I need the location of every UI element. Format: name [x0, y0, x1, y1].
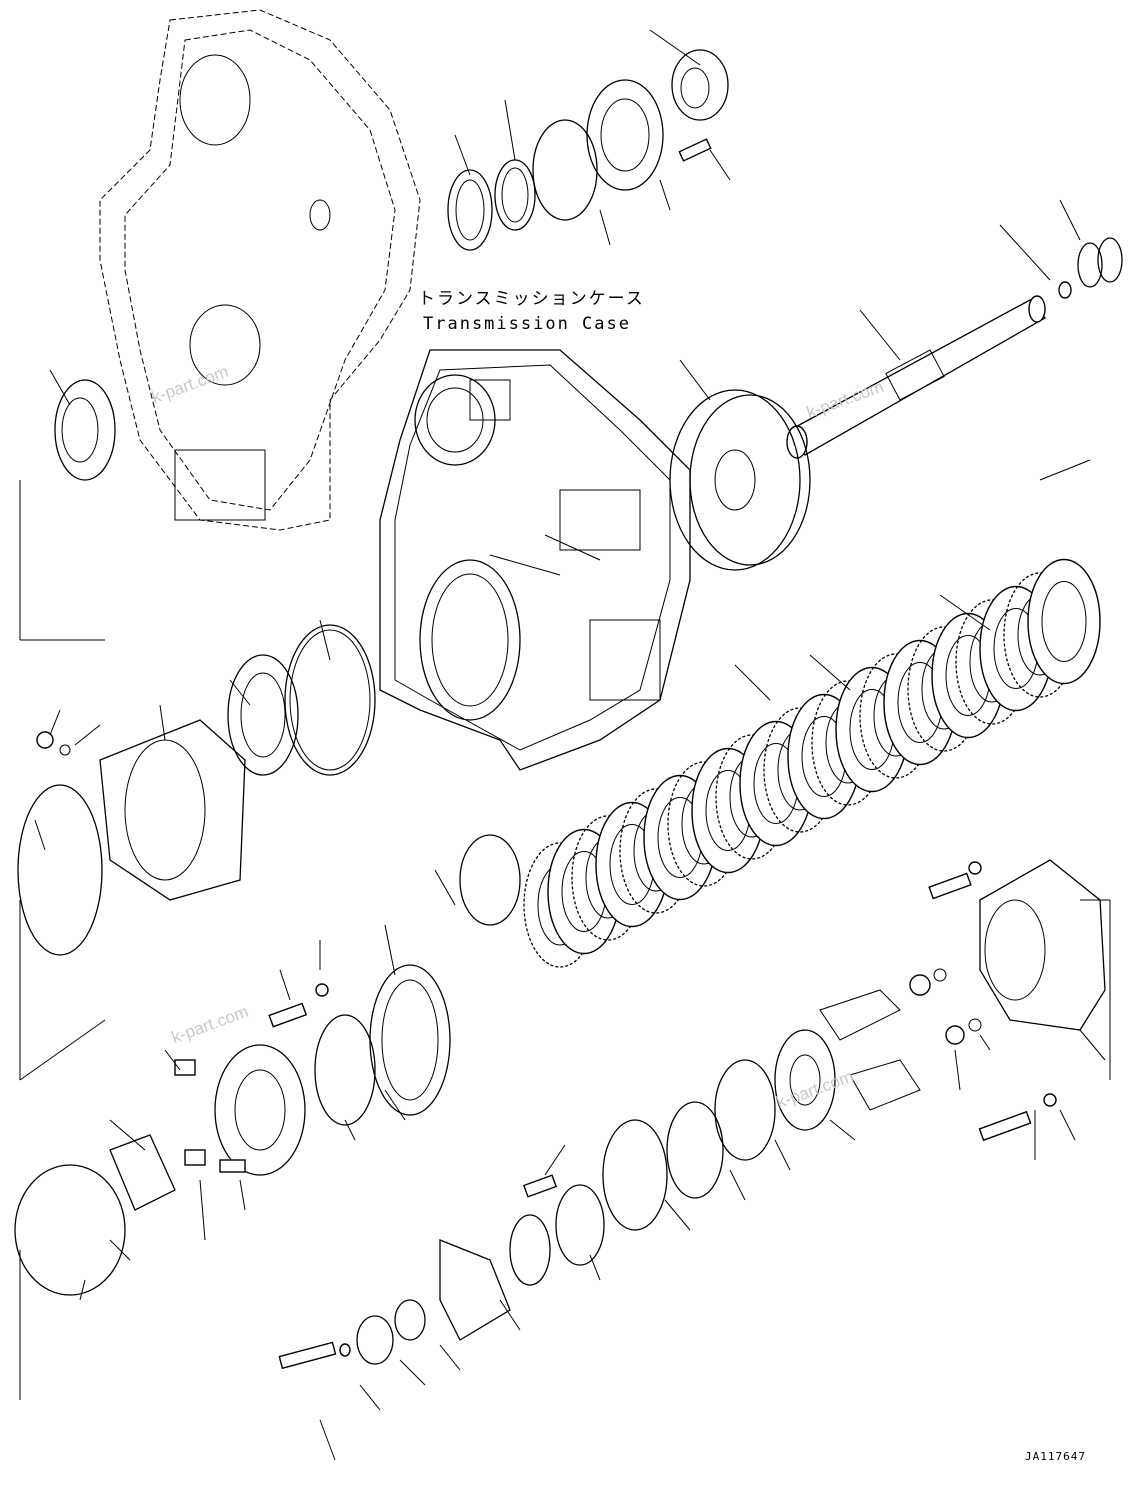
leader-line — [239, 1179, 246, 1211]
transmission-case-label-en: Transmission Case — [423, 314, 631, 334]
lower-left-parts — [14, 834, 521, 1296]
leader-line — [599, 209, 611, 246]
leader-line — [979, 1034, 991, 1051]
leader-line — [49, 709, 61, 736]
leader-line — [1059, 199, 1081, 241]
leader-line — [1059, 1109, 1076, 1141]
top-parts — [54, 49, 1123, 481]
leader-line — [809, 654, 851, 691]
lower-right-parts — [278, 859, 1106, 1370]
leader-line — [159, 704, 166, 741]
leader-line — [999, 224, 1051, 281]
leader-line — [544, 1144, 566, 1176]
leader-line — [109, 1239, 131, 1261]
left-middle-parts — [17, 624, 376, 956]
clutch-disc — [1027, 558, 1101, 685]
leader-line — [954, 1049, 961, 1091]
clutch-disc-stack — [523, 558, 1101, 968]
leader-line — [1079, 1029, 1106, 1061]
leader-line — [384, 924, 396, 976]
leader-line — [499, 1299, 521, 1331]
leader-line — [34, 819, 46, 851]
leader-line — [709, 149, 731, 181]
leader-line — [344, 1119, 356, 1141]
leader-line — [829, 1119, 856, 1141]
leader-line — [454, 134, 471, 176]
leader-line — [679, 359, 711, 401]
leader-line — [74, 724, 101, 746]
leader-line — [734, 664, 771, 701]
transmission-case — [379, 349, 691, 771]
leader-line — [19, 1019, 106, 1081]
leader-line — [544, 534, 601, 561]
leader-line — [359, 1384, 381, 1411]
leader-line — [939, 594, 991, 631]
leader-line — [489, 554, 561, 576]
leader-line — [399, 1359, 426, 1386]
leader-line — [729, 1169, 746, 1201]
leader-line — [774, 1139, 791, 1171]
leader-line — [589, 1254, 601, 1281]
leader-line — [859, 309, 901, 361]
leader-line — [49, 369, 71, 406]
leader-line — [79, 1279, 86, 1301]
leader-line — [434, 869, 456, 906]
leader-line — [229, 679, 251, 706]
leader-line — [109, 1119, 146, 1151]
clutch-disc-bore — [1041, 581, 1087, 662]
leader-line — [504, 99, 516, 161]
leader-line — [279, 969, 291, 1001]
leader-line — [319, 1419, 336, 1461]
leader-line — [659, 179, 671, 211]
leader-lines — [19, 29, 1111, 1461]
leader-line — [439, 1344, 461, 1371]
output-shaft — [786, 295, 1046, 459]
leader-line — [319, 619, 331, 661]
leader-line — [199, 1179, 206, 1241]
leader-line — [1039, 459, 1091, 481]
leader-line — [649, 29, 701, 66]
gear — [669, 389, 811, 571]
transmission-case-label-jp: トランスミッションケース — [418, 289, 645, 309]
leader-line — [164, 1049, 181, 1071]
leader-line — [664, 1199, 691, 1231]
transmission-case-outline — [99, 9, 421, 531]
drawing-code: JA117647 — [1025, 1450, 1086, 1463]
leader-line — [384, 1089, 406, 1121]
